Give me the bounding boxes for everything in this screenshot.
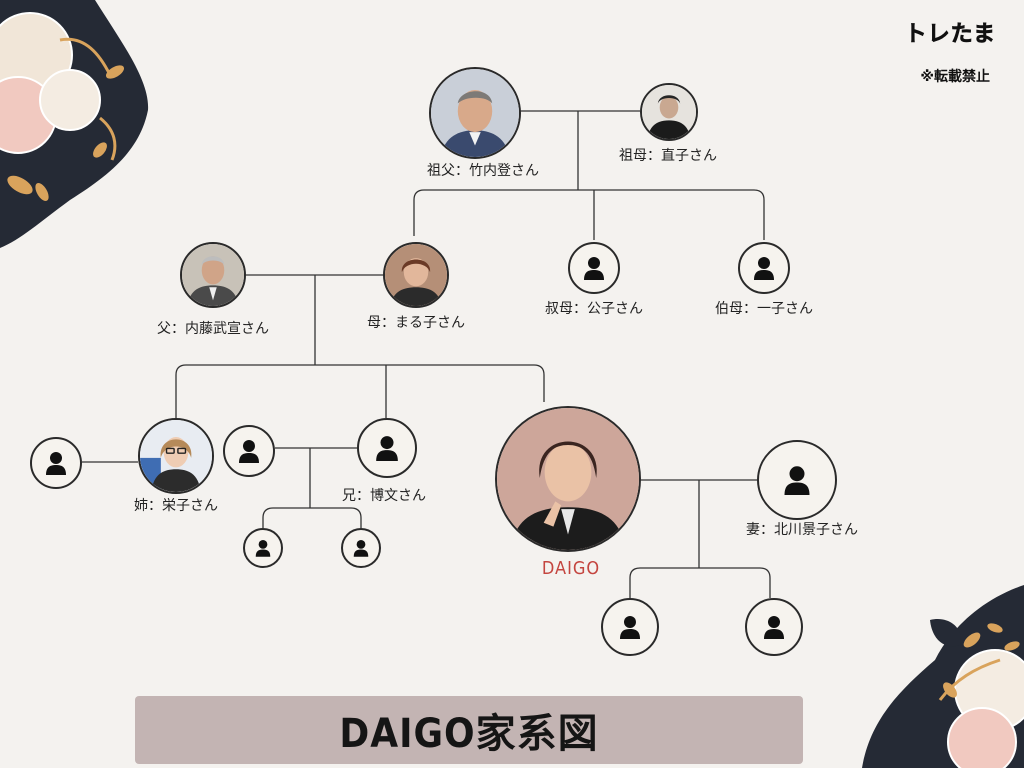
- father-label: 父：内藤武宣さん: [157, 321, 269, 337]
- father-photo: [180, 242, 246, 308]
- wife-avatar: [757, 440, 837, 520]
- daigo-label: DAIGO: [541, 558, 601, 579]
- sister-label: 姉：栄子さん: [134, 498, 218, 514]
- person-silhouette-icon: [46, 452, 66, 475]
- person-silhouette-icon: [239, 440, 259, 463]
- aunt-kimiko-avatar: [568, 242, 620, 294]
- diagram-title: DAIGO家系図: [339, 711, 599, 757]
- grandfather-photo: [429, 67, 521, 159]
- person-silhouette-icon: [764, 616, 784, 639]
- daigo-photo: [495, 406, 641, 552]
- sister-spouse-avatar: [30, 437, 82, 489]
- person-silhouette-icon: [584, 257, 604, 280]
- daigo-child-2-avatar: [745, 598, 803, 656]
- grandmother-label: 祖母：直子さん: [619, 148, 717, 164]
- daigo-child-1-avatar: [601, 598, 659, 656]
- grandmother-photo: [640, 83, 698, 141]
- aunt-kazuko-avatar: [738, 242, 790, 294]
- grandfather-label: 祖父：竹内登さん: [427, 163, 539, 179]
- mother-photo: [383, 242, 449, 308]
- reprint-prohibited-notice: ※転載禁止: [920, 69, 990, 85]
- person-silhouette-icon: [255, 540, 271, 557]
- brother-label: 兄：博文さん: [342, 488, 426, 504]
- person-silhouette-icon: [754, 257, 774, 280]
- brand-logo-text: トレたま: [904, 22, 996, 48]
- mother-label: 母：まる子さん: [367, 315, 465, 331]
- brother-hirofumi-avatar: [357, 418, 417, 478]
- brother-child-2-avatar: [341, 528, 381, 568]
- person-silhouette-icon: [376, 436, 398, 461]
- aunt-kimiko-label: 叔母：公子さん: [545, 301, 643, 317]
- brother-spouse-avatar: [223, 425, 275, 477]
- person-silhouette-icon: [620, 616, 640, 639]
- floral-decoration-top-left: [0, 0, 149, 248]
- person-silhouette-icon: [784, 466, 810, 495]
- aunt-kazuko-label: 伯母：一子さん: [715, 301, 813, 317]
- wife-label: 妻：北川景子さん: [746, 522, 858, 538]
- sister-photo: [138, 418, 214, 494]
- brother-child-1-avatar: [243, 528, 283, 568]
- person-silhouette-icon: [353, 540, 369, 557]
- title-banner: DAIGO家系図: [135, 696, 803, 764]
